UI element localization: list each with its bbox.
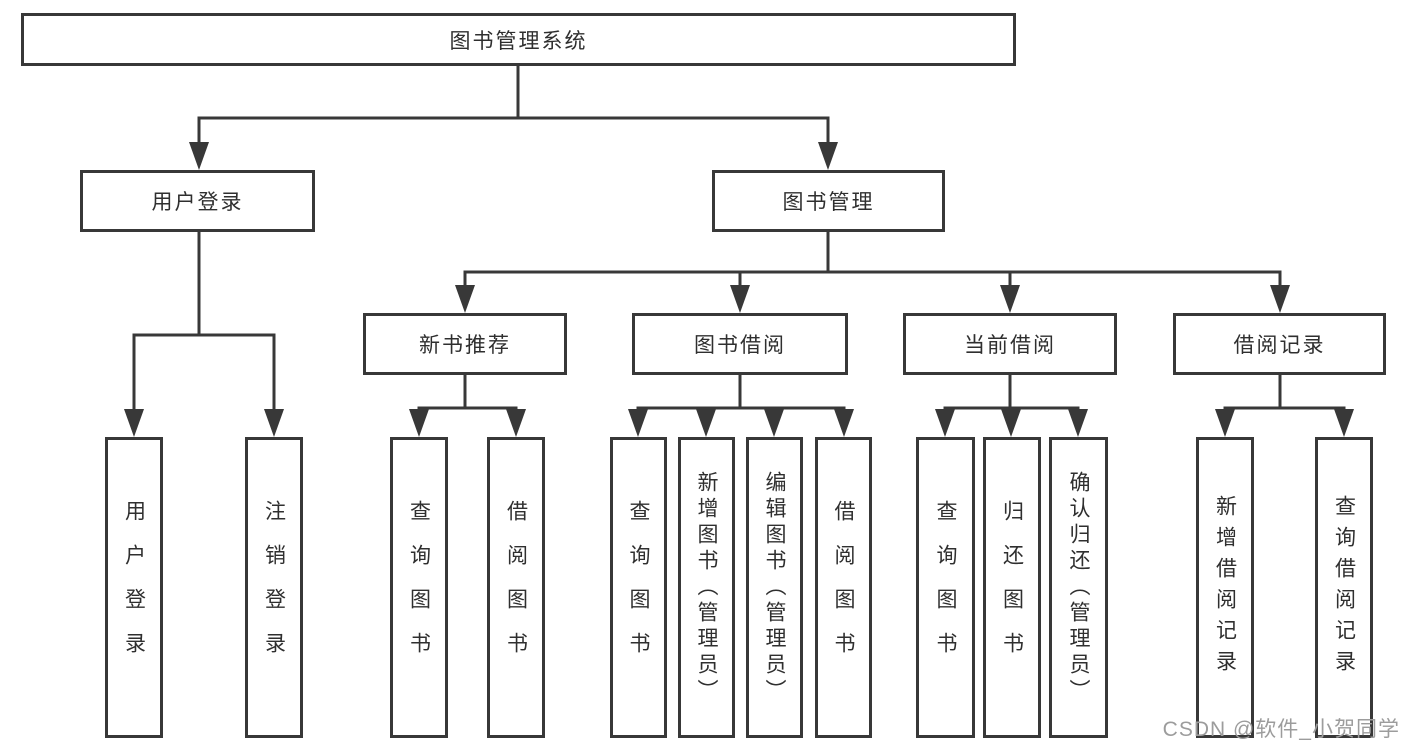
node-label: 借阅记录 — [1233, 334, 1326, 357]
leaf-logout: 注销登录 — [245, 437, 303, 738]
leaf-label: 查询图书 — [934, 499, 957, 676]
leaf-query-borrow-record: 查询借阅记录 — [1315, 437, 1373, 738]
leaf-user-login: 用户登录 — [105, 437, 163, 738]
node-label: 图书管理 — [782, 191, 875, 214]
leaf-query-books: 查询图书 — [390, 437, 448, 738]
connector-records-children — [1215, 375, 1354, 437]
leaf-query-books: 查询图书 — [916, 437, 975, 738]
leaf-add-borrow-record: 新增借阅记录 — [1196, 437, 1254, 738]
leaf-label: 查询图书 — [407, 499, 431, 676]
node-label: 新书推荐 — [419, 334, 511, 357]
leaf-confirm-return-admin: 确认归还（管理员） — [1049, 437, 1108, 738]
node-book-management: 图书管理 — [712, 170, 945, 232]
node-label: 图书借阅 — [694, 334, 786, 357]
connector-book-mgmt-children — [455, 232, 1290, 313]
connector-current-borrow-children — [935, 375, 1088, 437]
node-new-book-recommend: 新书推荐 — [363, 313, 567, 375]
leaf-label: 新增借阅记录 — [1213, 494, 1237, 681]
leaf-edit-books-admin: 编辑图书（管理员） — [746, 437, 803, 738]
leaf-return-books: 归还图书 — [983, 437, 1041, 738]
leaf-label: 归还图书 — [1000, 499, 1024, 676]
leaf-label: 借阅图书 — [504, 499, 528, 676]
leaf-borrow-books: 借阅图书 — [487, 437, 545, 738]
leaf-label: 用户登录 — [122, 499, 146, 676]
leaf-add-books-admin: 新增图书（管理员） — [678, 437, 735, 738]
leaf-label: 注销登录 — [262, 499, 286, 676]
connector-book-borrow-children — [628, 375, 854, 437]
node-root-system: 图书管理系统 — [21, 13, 1016, 66]
leaf-label: 新增图书（管理员） — [695, 470, 718, 705]
leaf-borrow-books: 借阅图书 — [815, 437, 872, 738]
leaf-query-books: 查询图书 — [610, 437, 667, 738]
node-label: 用户登录 — [151, 191, 244, 214]
leaf-label: 查询借阅记录 — [1332, 494, 1356, 681]
connector-user-login-children — [124, 232, 284, 437]
node-book-borrowing: 图书借阅 — [632, 313, 848, 375]
node-current-borrowing: 当前借阅 — [903, 313, 1117, 375]
node-root-label: 图书管理系统 — [449, 29, 588, 53]
leaf-label: 编辑图书（管理员） — [763, 470, 786, 705]
leaf-label: 借阅图书 — [832, 499, 855, 676]
node-user-login: 用户登录 — [80, 170, 315, 232]
connector-root-to-level2 — [189, 66, 838, 170]
leaf-label: 确认归还（管理员） — [1067, 470, 1090, 705]
node-label: 当前借阅 — [964, 334, 1056, 357]
node-borrow-records: 借阅记录 — [1173, 313, 1386, 375]
leaf-label: 查询图书 — [627, 499, 650, 676]
csdn-watermark: CSDN @软件_小贺同学 — [1162, 718, 1400, 741]
connector-new-book-children — [409, 375, 526, 437]
